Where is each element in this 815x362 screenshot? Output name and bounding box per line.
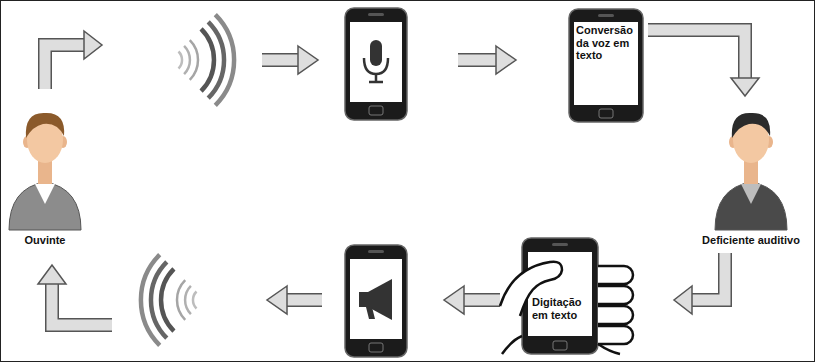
wave-arc	[184, 46, 190, 74]
arrow-head	[298, 46, 318, 74]
screen-text: Digitação em texto	[532, 296, 590, 321]
phone-screen	[574, 22, 638, 105]
phone-speaker	[552, 243, 568, 246]
arrow-head	[444, 286, 464, 314]
wave-arc	[215, 15, 234, 106]
megaphone-icon	[359, 292, 368, 307]
flow-arrow	[648, 30, 759, 96]
arrow-shaft	[689, 253, 725, 300]
wave-arc	[151, 262, 167, 338]
phone-speaker	[368, 250, 384, 253]
arrow-shaft	[285, 295, 322, 306]
hand-finger	[598, 326, 633, 344]
arrow-shaft	[262, 53, 300, 67]
phone-body	[522, 238, 598, 354]
person-figure: Ouvinte	[5, 100, 85, 250]
wave-arc	[201, 29, 214, 91]
arrow-shaft	[285, 293, 322, 307]
sound-waves	[141, 255, 197, 346]
arrow-shaft	[648, 30, 745, 81]
block-arrow	[267, 286, 322, 314]
phone-body	[345, 8, 407, 120]
person-label: Ouvinte	[5, 234, 85, 247]
wave-arc	[141, 255, 160, 346]
wave-arc	[179, 52, 183, 69]
person-collar	[741, 184, 761, 204]
hand-finger	[598, 306, 633, 324]
arrow-shaft	[648, 30, 745, 81]
flow-arrow	[674, 253, 725, 314]
arrow-shaft	[689, 253, 725, 300]
block-arrow	[262, 46, 318, 74]
wave-arc	[190, 40, 198, 80]
person-figure: Deficiente auditivo	[692, 100, 810, 250]
arrow-shaft	[462, 295, 500, 306]
person-hair	[732, 113, 770, 138]
arrow-shaft	[458, 55, 498, 66]
arrow-shaft	[52, 282, 112, 325]
person-body	[9, 182, 81, 230]
arrow-shaft	[262, 55, 300, 66]
node-illustration	[5, 100, 85, 250]
phone-button	[369, 106, 383, 115]
block-arrow	[444, 286, 500, 314]
hand-finger	[598, 286, 633, 304]
phone-button	[599, 109, 613, 118]
block-arrow	[458, 46, 516, 74]
arrow-head	[84, 31, 102, 59]
arrow-shaft	[458, 53, 498, 67]
arrow-head	[38, 265, 66, 284]
person-hair	[26, 113, 64, 138]
phone-button	[553, 341, 567, 350]
microphone-icon	[370, 40, 382, 66]
wave-arc	[177, 280, 185, 320]
wave-arc	[161, 269, 174, 331]
arrow-shaft	[52, 282, 112, 325]
arrow-shaft	[462, 293, 500, 307]
arrow-head	[674, 286, 692, 314]
phone-button	[369, 343, 383, 352]
phone-screen	[350, 259, 402, 339]
phone-screen-box: Conversão da voz em texto	[568, 8, 644, 123]
hand-held-phone: Digitação em texto	[500, 236, 670, 356]
phone-speaker	[598, 14, 614, 17]
wave-arc	[185, 286, 191, 314]
wave-arc	[208, 22, 224, 98]
sound-waves	[179, 15, 235, 106]
arrow-head	[731, 78, 759, 96]
hand-palm	[502, 336, 620, 354]
microphone-phone	[345, 8, 407, 120]
wave-arc	[193, 292, 197, 309]
hand-finger	[598, 266, 633, 284]
megaphone-icon	[366, 307, 375, 319]
person-body	[715, 182, 787, 230]
phone-body	[569, 9, 643, 122]
arrow-shaft	[45, 45, 86, 89]
block-arrow	[38, 265, 112, 325]
node-illustration	[692, 100, 810, 250]
phone-body	[345, 245, 407, 357]
microphone-icon	[364, 58, 388, 74]
block-arrow	[45, 31, 102, 89]
phone-screen	[350, 22, 402, 102]
microphone-icon	[369, 74, 383, 82]
speaker-phone	[345, 245, 407, 357]
screen-text: Conversão da voz em texto	[576, 24, 636, 62]
phone-speaker	[368, 13, 384, 16]
arrow-shaft	[45, 45, 86, 89]
person-label: Deficiente auditivo	[692, 234, 810, 247]
arrow-head	[267, 286, 287, 314]
person-collar	[35, 184, 55, 204]
arrow-head	[496, 46, 516, 74]
node-illustration	[500, 236, 670, 356]
